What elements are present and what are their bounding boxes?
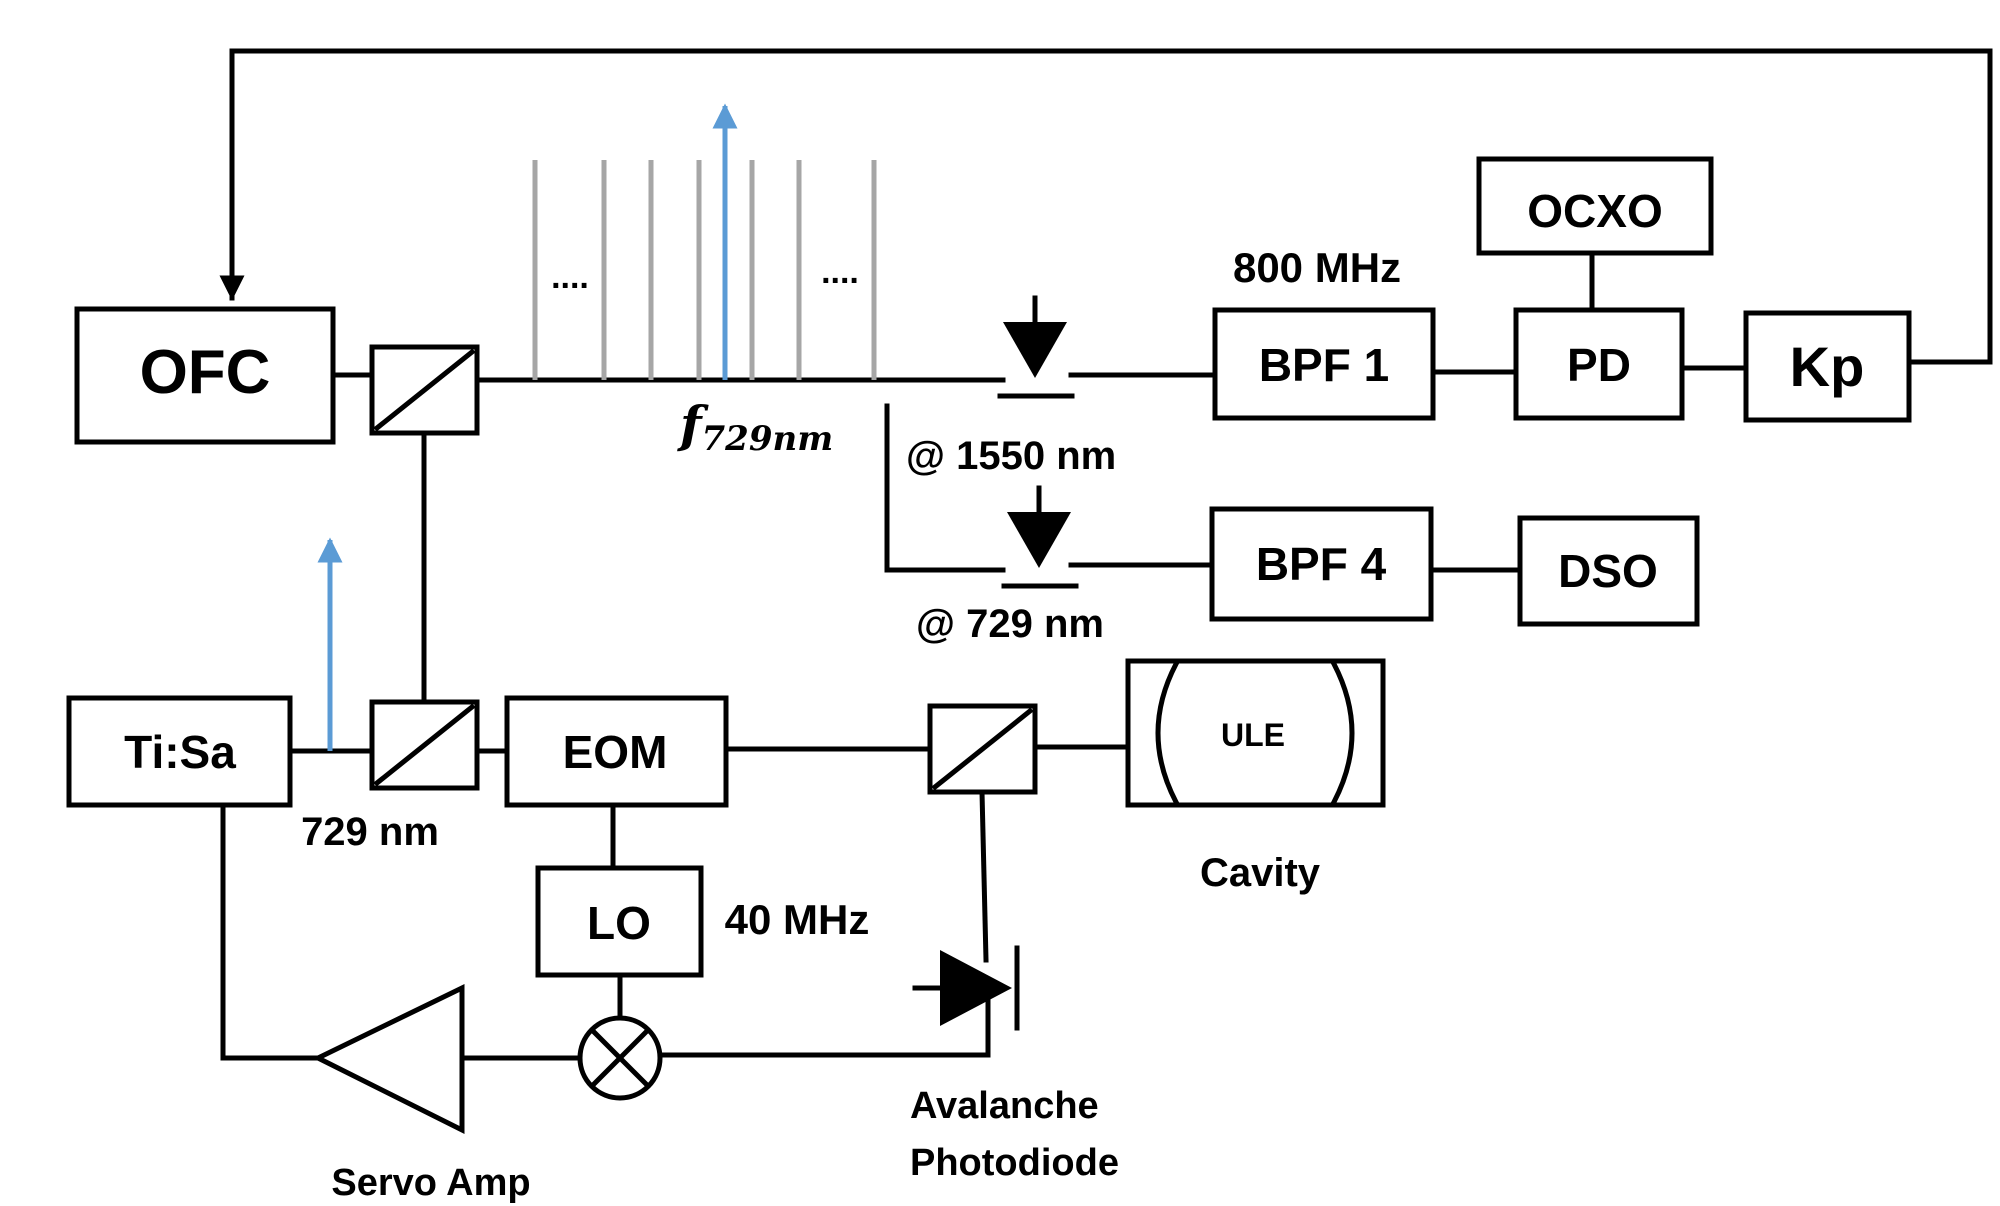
- freq-40-label: 40 MHz: [725, 896, 870, 943]
- apd-label-line1: Avalanche: [910, 1085, 1099, 1127]
- freq-800-label: 800 MHz: [1233, 244, 1401, 291]
- ocxo-block: OCXO: [1476, 156, 1714, 256]
- cavity-mirror-icon: [1155, 660, 1180, 806]
- wire-servo-tisa: [220, 802, 321, 1061]
- bpf4-block: BPF 4: [1209, 506, 1434, 622]
- f729-label: f729nm: [677, 395, 833, 459]
- amplifier-icon: [312, 984, 465, 1135]
- wire-splitter3-apd: [979, 789, 989, 963]
- at-1550-label: @ 1550 nm: [906, 434, 1116, 478]
- bpf1-block: BPF 1: [1212, 307, 1436, 421]
- frequency-comb: .... ....: [532, 103, 877, 380]
- wl-729-label: 729 nm: [301, 810, 439, 854]
- bpf4-label: BPF 4: [1256, 538, 1387, 590]
- comb-dots-left: ....: [551, 258, 589, 296]
- cavity-label: Cavity: [1200, 851, 1321, 895]
- comb-dots-right: ....: [821, 253, 859, 291]
- pd-block: PD: [1513, 307, 1685, 421]
- bpf1-label: BPF 1: [1259, 339, 1389, 391]
- ocxo-label: OCXO: [1527, 185, 1662, 237]
- beam-splitter-icon: [369, 699, 480, 791]
- at-729-label: @ 729 nm: [916, 602, 1104, 646]
- ofc-label: OFC: [140, 338, 271, 407]
- photodiode-icon: [1001, 485, 1079, 589]
- avalanche-photodiode-icon: [912, 945, 1020, 1031]
- ule-cavity: ULE: [1125, 658, 1386, 808]
- beam-splitter-icon: [927, 703, 1038, 795]
- dso-block: DSO: [1517, 515, 1700, 627]
- ule-label: ULE: [1221, 717, 1285, 753]
- ofc-block: OFC: [74, 306, 336, 445]
- apd-label-line2: Photodiode: [910, 1142, 1119, 1184]
- wire-branch-729: [884, 403, 1006, 573]
- eom-block: EOM: [504, 695, 729, 808]
- tisa-block: Ti:Sa: [66, 695, 293, 808]
- lo-label: LO: [587, 897, 651, 949]
- servo-amp-label: Servo Amp: [331, 1162, 530, 1204]
- wire-apd-mixer: [661, 997, 991, 1058]
- tisa-label: Ti:Sa: [124, 726, 236, 778]
- dso-label: DSO: [1558, 545, 1658, 597]
- cavity-mirror-icon: [1330, 660, 1355, 806]
- beam-splitter-icon: [369, 344, 480, 436]
- f-subscript: 729nm: [702, 419, 834, 459]
- mixer-icon: [577, 1015, 663, 1101]
- eom-label: EOM: [563, 726, 668, 778]
- feedback-wire: [219, 48, 1993, 365]
- kp-label: Kp: [1790, 335, 1865, 398]
- pd-label: PD: [1567, 339, 1631, 391]
- lo-block: LO: [535, 865, 704, 978]
- photodiode-icon: [997, 295, 1075, 399]
- kp-block: Kp: [1743, 310, 1912, 423]
